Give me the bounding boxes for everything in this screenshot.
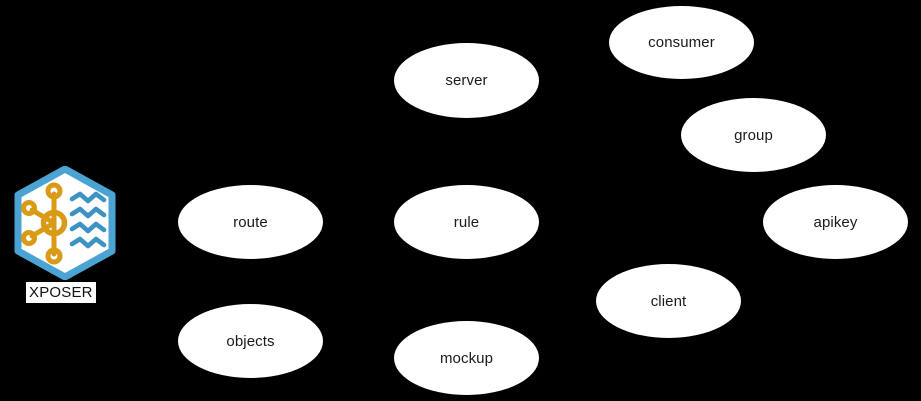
node-apikey[interactable]: apikey — [763, 185, 908, 259]
node-objects[interactable]: objects — [178, 304, 323, 378]
node-label: server — [445, 72, 488, 89]
node-graph-center-node — [40, 209, 68, 237]
node-rule[interactable]: rule — [394, 185, 539, 259]
xposer-wordmark: XPOSER — [26, 282, 96, 303]
node-graph-top-node — [45, 182, 63, 200]
node-mockup[interactable]: mockup — [394, 321, 539, 395]
node-label: apikey — [813, 213, 858, 231]
xposer-logo[interactable]: XPOSER — [12, 166, 118, 306]
node-label: objects — [226, 332, 275, 350]
node-label: client — [650, 292, 687, 310]
node-graph-bottom-node — [45, 247, 63, 265]
node-label: rule — [453, 213, 480, 231]
node-client[interactable]: client — [596, 264, 741, 338]
node-route[interactable]: route — [178, 185, 323, 259]
xposer-logo-mark — [14, 166, 116, 280]
node-label: consumer — [648, 34, 715, 51]
waves-icon — [69, 191, 107, 249]
node-consumer[interactable]: consumer — [609, 6, 754, 79]
node-graph-lower-left-node — [21, 230, 37, 246]
node-label: route — [233, 213, 268, 231]
node-label: mockup — [439, 349, 494, 367]
node-label: group — [734, 126, 773, 144]
node-server[interactable]: server — [394, 43, 539, 118]
node-graph-upper-left-node — [21, 200, 37, 216]
node-group[interactable]: group — [681, 98, 826, 172]
